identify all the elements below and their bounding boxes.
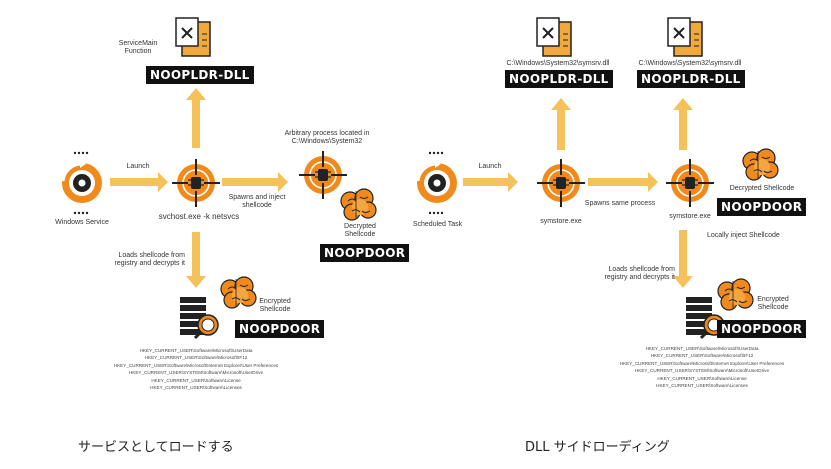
symstore-label: symstore.exe xyxy=(540,218,582,225)
noopdoor-tag: NOOPDOOR xyxy=(717,320,807,338)
registry-key: HKEY_CURRENT_USER\Software\Microsoft\IF1… xyxy=(650,353,754,359)
registry-list: HKEY_CURRENT_USER\Software\Microsoft\Use… xyxy=(86,347,306,391)
service-main-label: ServiceMain Function xyxy=(118,40,158,55)
arrow-launch-left xyxy=(110,172,168,192)
registry-key: HKEY_CURRENT_USER\Software\Licenses xyxy=(656,383,748,389)
registry-key: HKEY_CURRENT_USER\Software\License xyxy=(657,375,747,381)
registry-key: HKEY_CURRENT_USER\Software\Microsoft\Int… xyxy=(619,360,785,366)
arrow-spawn-right xyxy=(588,172,658,192)
symsrv-path-label: C:\Windows\System32\symsrv.dll xyxy=(506,60,610,67)
file-icon xyxy=(536,17,572,57)
registry-key: HKEY_CURRENT_USER\Software\Microsoft\IF1… xyxy=(144,355,248,361)
svchost-label: svchost.exe -k netsvcs xyxy=(158,212,240,221)
dots-icon xyxy=(428,151,444,215)
gear-icon xyxy=(60,158,104,205)
arrow-down-left xyxy=(186,232,206,288)
launch-label: Launch xyxy=(126,163,150,170)
registry-key: HKEY_CURRENT_USER\Software\Microsoft\Use… xyxy=(645,346,759,351)
spawns-inject-label: Spawns and inject shellcode xyxy=(228,194,286,209)
arrow-down-right xyxy=(673,230,693,288)
arrow-up-left xyxy=(186,88,206,148)
decrypted-shellcode-label: Decrypted Shellcode xyxy=(344,223,376,238)
scheduled-task-label: Scheduled Task xyxy=(412,221,463,228)
target-icon xyxy=(665,158,715,208)
brain-icon xyxy=(340,188,377,221)
left-caption: サービスとしてロードする xyxy=(78,440,234,455)
locally-inject-label: Locally inject Shellcode xyxy=(707,232,780,239)
noopldr-dll-tag: NOOPLDR-DLL xyxy=(505,70,613,88)
brain-icon xyxy=(742,148,779,181)
registry-key: HKEY_CURRENT_USER\SYSTEM\Software\Micros… xyxy=(634,368,769,374)
arrow-spawn-left xyxy=(222,172,288,192)
loads-shellcode-label: Loads shellcode from registry and decryp… xyxy=(604,266,675,281)
registry-list: HKEY_CURRENT_USER\Software\Microsoft\Use… xyxy=(592,345,812,389)
gear-icon xyxy=(415,158,459,205)
symstore-label: symstore.exe xyxy=(669,213,711,220)
noopdoor-tag: NOOPDOOR xyxy=(717,198,807,216)
decrypted-shellcode-label: Decrypted Shellcode xyxy=(729,185,795,192)
target-icon xyxy=(298,150,348,200)
noopdoor-tag: NOOPDOOR xyxy=(320,244,410,262)
right-caption: DLL サイドローディング xyxy=(525,440,670,455)
loads-shellcode-label: Loads shellcode from registry and decryp… xyxy=(114,252,185,267)
registry-key: HKEY_CURRENT_USER\Software\Licenses xyxy=(150,385,242,391)
noopldr-dll-tag: NOOPLDR-DLL xyxy=(637,70,745,88)
arrow-up-right-2 xyxy=(673,98,693,150)
arrow-up-right-1 xyxy=(551,98,571,150)
registry-key: HKEY_CURRENT_USER\Software\Microsoft\Use… xyxy=(139,348,253,353)
encrypted-shellcode-label: Encrypted Shellcode xyxy=(757,296,789,311)
arrow-launch-right xyxy=(463,172,518,192)
dots-icon xyxy=(73,151,89,215)
file-icon xyxy=(667,17,703,57)
target-icon xyxy=(171,158,221,208)
windows-service-label: Windows Service xyxy=(55,219,109,226)
spawns-same-label: Spawns same process xyxy=(584,200,656,207)
registry-key: HKEY_CURRENT_USER\SYSTEM\Software\Micros… xyxy=(128,370,263,376)
noopdoor-tag: NOOPDOOR xyxy=(235,320,325,338)
encrypted-shellcode-label: Encrypted Shellcode xyxy=(259,298,291,313)
noopldr-dll-tag: NOOPLDR-DLL xyxy=(146,66,254,84)
symsrv-path-label: C:\Windows\System32\symsrv.dll xyxy=(638,60,742,67)
launch-label: Launch xyxy=(478,163,502,170)
registry-key: HKEY_CURRENT_USER\Software\Microsoft\Int… xyxy=(113,362,279,368)
file-icon xyxy=(175,17,211,57)
arbitrary-process-label: Arbitrary process located in C:\Windows\… xyxy=(284,130,370,145)
registry-key: HKEY_CURRENT_USER\Software\License xyxy=(151,377,241,383)
database-icon xyxy=(178,295,220,340)
